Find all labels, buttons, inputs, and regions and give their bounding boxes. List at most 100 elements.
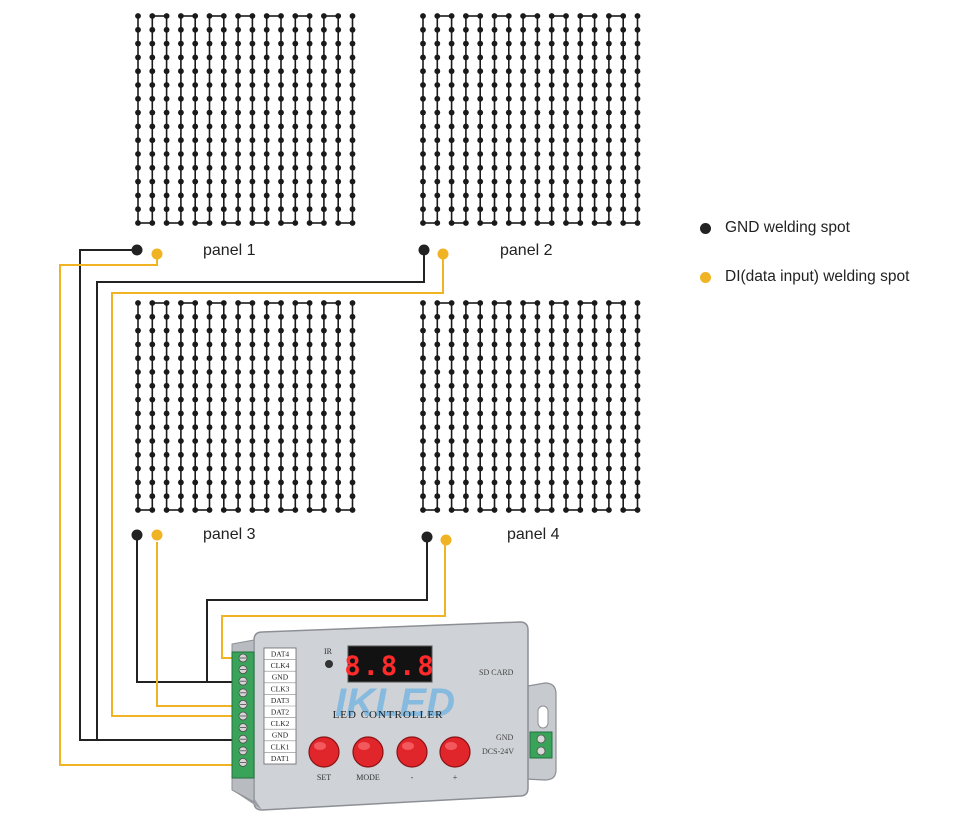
led-dot xyxy=(278,300,284,306)
led-dot xyxy=(206,54,213,61)
led-dot xyxy=(606,206,612,213)
button-label: + xyxy=(453,773,458,782)
led-dot xyxy=(463,164,469,171)
led-dot xyxy=(577,109,584,116)
led-dot xyxy=(420,479,426,486)
terminal-label: CLK1 xyxy=(271,742,290,751)
led-dot xyxy=(192,300,199,306)
led-dot xyxy=(505,137,512,144)
led-dot xyxy=(520,355,526,362)
led-dot xyxy=(577,355,584,362)
led-dot xyxy=(321,123,327,130)
led-dot xyxy=(206,507,213,513)
led-dot xyxy=(192,355,199,362)
led-dot xyxy=(548,465,555,472)
led-dot xyxy=(563,300,569,306)
led-dot xyxy=(192,424,199,431)
led-dot xyxy=(434,438,441,444)
led-dot xyxy=(563,341,569,348)
led-dot xyxy=(321,13,327,19)
led-dot xyxy=(278,438,284,444)
led-dot xyxy=(149,109,156,116)
led-dot xyxy=(491,220,498,226)
led-dot xyxy=(306,424,313,431)
led-dot xyxy=(135,26,141,33)
led-dot xyxy=(463,438,469,444)
led-dot xyxy=(292,82,299,88)
led-dot xyxy=(335,313,342,320)
led-dot xyxy=(477,40,484,47)
led-dot xyxy=(634,13,641,19)
led-dot xyxy=(563,507,569,513)
led-dot xyxy=(591,438,598,444)
led-dot xyxy=(606,355,612,362)
led-dot xyxy=(577,396,584,403)
led-dot xyxy=(606,465,612,472)
led-dot xyxy=(505,451,512,458)
led-dot xyxy=(591,13,598,19)
ir-label: IR xyxy=(324,647,333,656)
led-dot xyxy=(591,54,598,61)
led-dot xyxy=(292,206,299,213)
led-dot xyxy=(520,192,526,199)
led-dot xyxy=(306,465,313,472)
led-dot xyxy=(220,82,227,88)
led-dot xyxy=(620,13,627,19)
led-dot xyxy=(220,451,227,458)
led-dot xyxy=(505,192,512,199)
led-dot xyxy=(634,396,641,403)
led-dot xyxy=(249,369,256,375)
led-dot xyxy=(263,410,270,417)
led-dot xyxy=(591,507,598,513)
led-dot xyxy=(192,327,199,334)
legend-gnd-label: GND welding spot xyxy=(725,219,850,236)
led-dot xyxy=(321,493,327,500)
led-dot xyxy=(192,507,199,513)
led-dot xyxy=(463,369,469,375)
led-dot xyxy=(448,206,455,213)
wire-panel-2-gnd xyxy=(96,250,425,740)
led-dot xyxy=(505,479,512,486)
led-dot xyxy=(577,54,584,61)
led-dot xyxy=(448,355,455,362)
led-dot xyxy=(505,507,512,513)
led-dot xyxy=(520,220,526,226)
led-dot xyxy=(563,68,569,75)
led-dot xyxy=(577,300,584,306)
led-dot xyxy=(321,192,327,199)
led-dot xyxy=(620,479,627,486)
led-dot xyxy=(577,26,584,33)
led-dot xyxy=(206,95,213,102)
led-dot xyxy=(192,137,199,144)
led-dot xyxy=(149,178,156,185)
led-dot xyxy=(306,151,313,157)
led-dot xyxy=(548,26,555,33)
led-dot xyxy=(149,424,156,431)
led-dot xyxy=(321,40,327,47)
led-dot xyxy=(192,206,199,213)
led-dot xyxy=(563,355,569,362)
led-dot xyxy=(349,507,356,513)
led-dot xyxy=(606,137,612,144)
led-dot xyxy=(321,82,327,88)
led-dot xyxy=(178,164,184,171)
legend-di: DI(data input) welding spot xyxy=(700,268,909,286)
led-dot xyxy=(491,82,498,88)
led-dot xyxy=(420,137,426,144)
led-dot xyxy=(491,95,498,102)
led-dot xyxy=(634,95,641,102)
led-dot xyxy=(263,220,270,226)
led-dot xyxy=(135,424,141,431)
led-dot xyxy=(306,123,313,130)
led-dot xyxy=(321,382,327,389)
led-dot xyxy=(491,313,498,320)
led-dot xyxy=(634,192,641,199)
led-dot xyxy=(520,424,526,431)
led-dot xyxy=(349,82,356,88)
led-dot xyxy=(577,151,584,157)
led-dot xyxy=(505,220,512,226)
led-dot xyxy=(420,327,426,334)
led-dot xyxy=(349,220,356,226)
led-dot xyxy=(420,13,426,19)
led-dot xyxy=(420,410,426,417)
